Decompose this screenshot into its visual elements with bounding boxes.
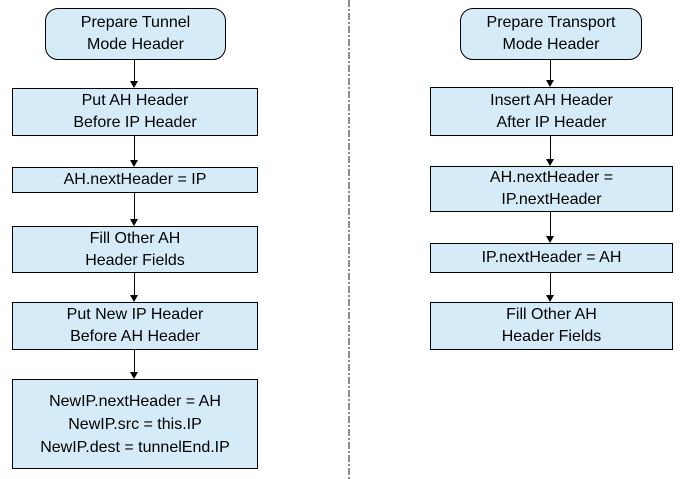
node-ah-nextheader-equals-ip: AH.nextHeader = IP [12,167,258,193]
arrow-head [546,80,554,87]
node-insert-ah-header-after-ip-header: Insert AH Header After IP Header [430,87,673,136]
node-label-line: Fill Other AH [89,229,181,247]
arrow-stem [549,60,552,82]
node-label-line: Put AH Header [81,92,189,109]
node-label-line: Mode Header [87,36,184,53]
arrow-down-icon [130,193,139,226]
node-prepare-tunnel-mode-header: Prepare Tunnel Mode Header [45,8,226,60]
node-prepare-transport-mode-header: Prepare Transport Mode Header [460,8,642,60]
arrow-stem [549,212,552,238]
node-label-line: NewIP.nextHeader = AH [49,392,221,410]
node-ip-nextheader-equals-ah: IP.nextHeader = AH [430,243,673,273]
arrow-head [130,219,138,226]
arrow-down-icon [130,350,139,379]
node-put-ah-header-before-ip-header: Put AH Header Before IP Header [12,88,258,136]
arrow-head [546,236,554,243]
node-put-new-ip-header-before-ah-header: Put New IP Header Before AH Header [12,302,258,350]
node-label-line: Header Fields [85,251,185,269]
node-label-line: NewIP.dest = tunnelEnd.IP [40,438,230,456]
divider-dashed-line [348,0,350,479]
arrow-stem [133,193,136,221]
node-label-line: Before AH Header [70,328,200,345]
arrow-head [130,295,138,302]
arrow-down-icon [130,273,139,302]
node-label-line: Before IP Header [73,114,197,131]
arrow-stem [133,60,136,83]
arrow-stem [133,136,136,162]
arrow-stem [133,273,136,297]
node-newip-assignments: NewIP.nextHeader = AH NewIP.src = this.I… [12,379,258,469]
arrow-head [130,160,138,167]
arrow-stem [549,136,552,161]
node-label-line: Insert AH Header [490,91,613,109]
node-label-line: Prepare Transport [486,14,616,31]
arrow-head [546,159,554,166]
arrow-stem [133,350,136,374]
arrow-down-icon [546,136,555,166]
node-label-line: AH.nextHeader = [489,169,614,186]
node-label-line: Mode Header [502,36,600,53]
arrow-down-icon [546,212,555,243]
arrow-down-icon [546,273,555,302]
node-label-line: NewIP.src = this.IP [68,415,202,433]
arrow-down-icon [130,60,139,88]
arrow-down-icon [546,60,555,87]
node-fill-other-ah-header-fields-left: Fill Other AH Header Fields [12,226,258,273]
arrow-head [130,372,138,379]
node-label-line: Fill Other AH [506,306,597,323]
node-label-line: IP.nextHeader = AH [481,249,622,266]
node-label-line: AH.nextHeader = IP [63,171,207,188]
node-label-line: Header Fields [501,328,602,345]
node-ah-nextheader-equals-ip-nextheader: AH.nextHeader = IP.nextHeader [430,166,673,212]
node-fill-other-ah-header-fields-right: Fill Other AH Header Fields [430,302,673,350]
node-label-line: Prepare Tunnel [80,14,191,31]
node-label-line: IP.nextHeader [501,191,602,208]
arrow-stem [549,273,552,297]
arrow-head [130,81,138,88]
node-label-line: After IP Header [496,113,607,131]
arrow-head [546,295,554,302]
arrow-down-icon [130,136,139,167]
node-label-line: Put New IP Header [66,306,204,323]
